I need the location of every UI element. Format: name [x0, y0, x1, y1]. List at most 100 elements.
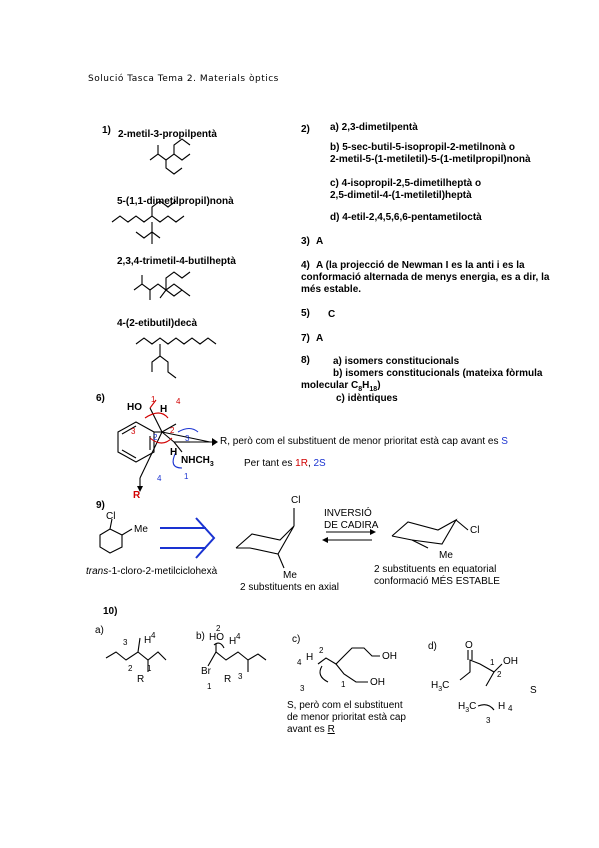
q10-number: 10): [103, 606, 118, 617]
q10d-n1: 1: [490, 658, 495, 667]
q10d-o: O: [465, 640, 473, 651]
q5-number: 5): [301, 308, 310, 319]
q7-answer: A: [316, 333, 324, 344]
q6-prio-2b: 2: [153, 433, 158, 442]
q2-answer-b2: 2-metil-5-(1-metiletil)-5-(1-metilpropil…: [330, 154, 531, 165]
q6-nhch3: NHCH3: [181, 455, 214, 468]
skeleton-q10b: [207, 651, 267, 667]
molecule-q9-left: [99, 518, 133, 554]
q10c-oh-top: OH: [382, 651, 397, 662]
q10a-r: R: [137, 674, 145, 685]
q10c-oh-bottom: OH: [370, 677, 385, 688]
q6-prio-3: 3: [131, 427, 136, 436]
q2-answer-a: a) 2,3-dimetilpentà: [330, 122, 418, 133]
q9-eq-caption-1: 2 substituents en equatorial: [374, 564, 497, 575]
q8-answer-a: a) isomers constitucionals: [333, 356, 460, 367]
q10b-br: Br: [201, 666, 211, 677]
q10d-h: H: [498, 701, 506, 712]
q9-flip-2: DE CADIRA: [324, 520, 379, 531]
q10d-n3: 3: [486, 716, 491, 725]
q10d-n4: 4: [508, 704, 513, 713]
q10b-r: R: [224, 674, 232, 685]
q10d-label: d): [428, 641, 437, 652]
q9-number: 9): [96, 500, 105, 511]
q2-answer-c2: 2,5-dimetil-4-(1-metiletil)heptà: [330, 190, 472, 201]
skeleton-q1a: [149, 153, 191, 161]
q4-number: 4): [301, 260, 310, 271]
q6-prio-4: 4: [176, 397, 181, 406]
q10a-n3: 3: [123, 638, 128, 647]
q6-r-label: R: [133, 490, 141, 501]
q10a-n1: 1: [147, 664, 152, 673]
chair-equatorial: [391, 518, 469, 549]
q10c-note-3: avant es R: [287, 724, 335, 735]
q9-cl-axial: Cl: [291, 495, 301, 506]
q9-flip-1: INVERSIÓ: [324, 508, 372, 519]
q10b-n4: 4: [236, 632, 241, 641]
q7-number: 7): [301, 333, 310, 344]
q10b-ho: HO: [209, 632, 224, 643]
q10d-n2: 2: [497, 670, 502, 679]
q9-me-axial: Me: [283, 570, 297, 581]
q10a-n2: 2: [128, 664, 133, 673]
q6-ho: HO: [127, 402, 142, 413]
q1-answer-c: 2,3,4-trimetil-4-butilheptà: [117, 256, 236, 267]
q10c-h: H: [306, 652, 314, 663]
q2-answer-c1: c) 4-isopropil-2,5-dimetilheptà o: [330, 178, 482, 189]
q3-number: 3): [301, 236, 310, 247]
skeleton-q10a: [105, 651, 167, 661]
q10b-n1: 1: [207, 682, 212, 691]
q10a-h: H: [144, 635, 152, 646]
q10c-label: c): [292, 634, 301, 645]
q10c-note-1: S, però com el substituent: [287, 700, 403, 711]
q10d-h3c-left: H3C: [431, 680, 450, 693]
q10b-n2: 2: [216, 624, 221, 633]
q9-eq-caption-2: conformació MÉS ESTABLE: [374, 576, 500, 587]
q9-cl-left: Cl: [106, 511, 116, 522]
q1-number: 1): [102, 125, 111, 136]
q10c-n1: 1: [341, 680, 346, 689]
q6-prio-2: 2: [170, 426, 175, 435]
q1-answer-a: 2-metil-3-propilpentà: [118, 129, 217, 140]
q6-h-bottom: H: [170, 447, 178, 458]
q10d-oh: OH: [503, 656, 518, 667]
q6-text-line2: Per tant es 1R, 2S: [244, 458, 326, 469]
q10c-n3: 3: [300, 684, 305, 693]
q10b-n3: 3: [238, 672, 243, 681]
q10c-note-2: de menor prioritat està cap: [287, 712, 406, 723]
q6-prio-1: 1: [151, 395, 156, 404]
q5-answer: C: [328, 309, 336, 320]
skeleton-q1d: [135, 337, 217, 345]
q9-cl-eq: Cl: [470, 525, 480, 536]
q6-text-line1: R, però com el substituent de menor prio…: [220, 436, 508, 447]
q6-h-top: H: [160, 404, 168, 415]
q1-answer-b: 5-(1,1-dimetilpropil)nonà: [117, 196, 234, 207]
q8-number: 8): [301, 355, 310, 366]
q6-prio-4b: 4: [157, 474, 162, 483]
skeleton-q1c: [133, 283, 183, 291]
q10d-h3c-bottom: H3C: [458, 701, 477, 714]
q10b-label: b): [196, 631, 205, 642]
q10c-n2: 2: [319, 646, 324, 655]
q9-name: trans-1-cloro-2-metilciclohexà: [86, 566, 218, 577]
q10c-n4: 4: [297, 658, 302, 667]
page-header: Solució Tasca Tema 2. Materials òptics: [88, 74, 279, 84]
chair-axial: [235, 508, 295, 569]
q6-number: 6): [96, 393, 105, 404]
q6-prio-1b: 1: [184, 472, 189, 481]
q4-line2: conformació alternada de menys energia, …: [301, 272, 550, 283]
q8-answer-c: c) idèntiques: [336, 393, 398, 404]
q9-me-left: Me: [134, 524, 148, 535]
q4-line3: més estable.: [301, 284, 362, 295]
q2-number: 2): [301, 124, 310, 135]
q8-answer-b1: b) isomers constitucionals (mateixa fòrm…: [333, 368, 543, 379]
q8-answer-b2: molecular C8H18): [301, 380, 381, 393]
skeleton-q10c: [317, 647, 380, 665]
q10a-label: a): [95, 625, 104, 636]
q2-answer-d: d) 4-etil-2,4,5,6,6-pentametiloctà: [330, 212, 482, 223]
skeleton-q10d: [459, 659, 495, 687]
q1-answer-d: 4-(2-etibutil)decà: [117, 318, 198, 329]
q2-answer-b1: b) 5-sec-butil-5-isopropil-2-metilnonà o: [330, 142, 516, 153]
q9-me-eq: Me: [439, 550, 453, 561]
